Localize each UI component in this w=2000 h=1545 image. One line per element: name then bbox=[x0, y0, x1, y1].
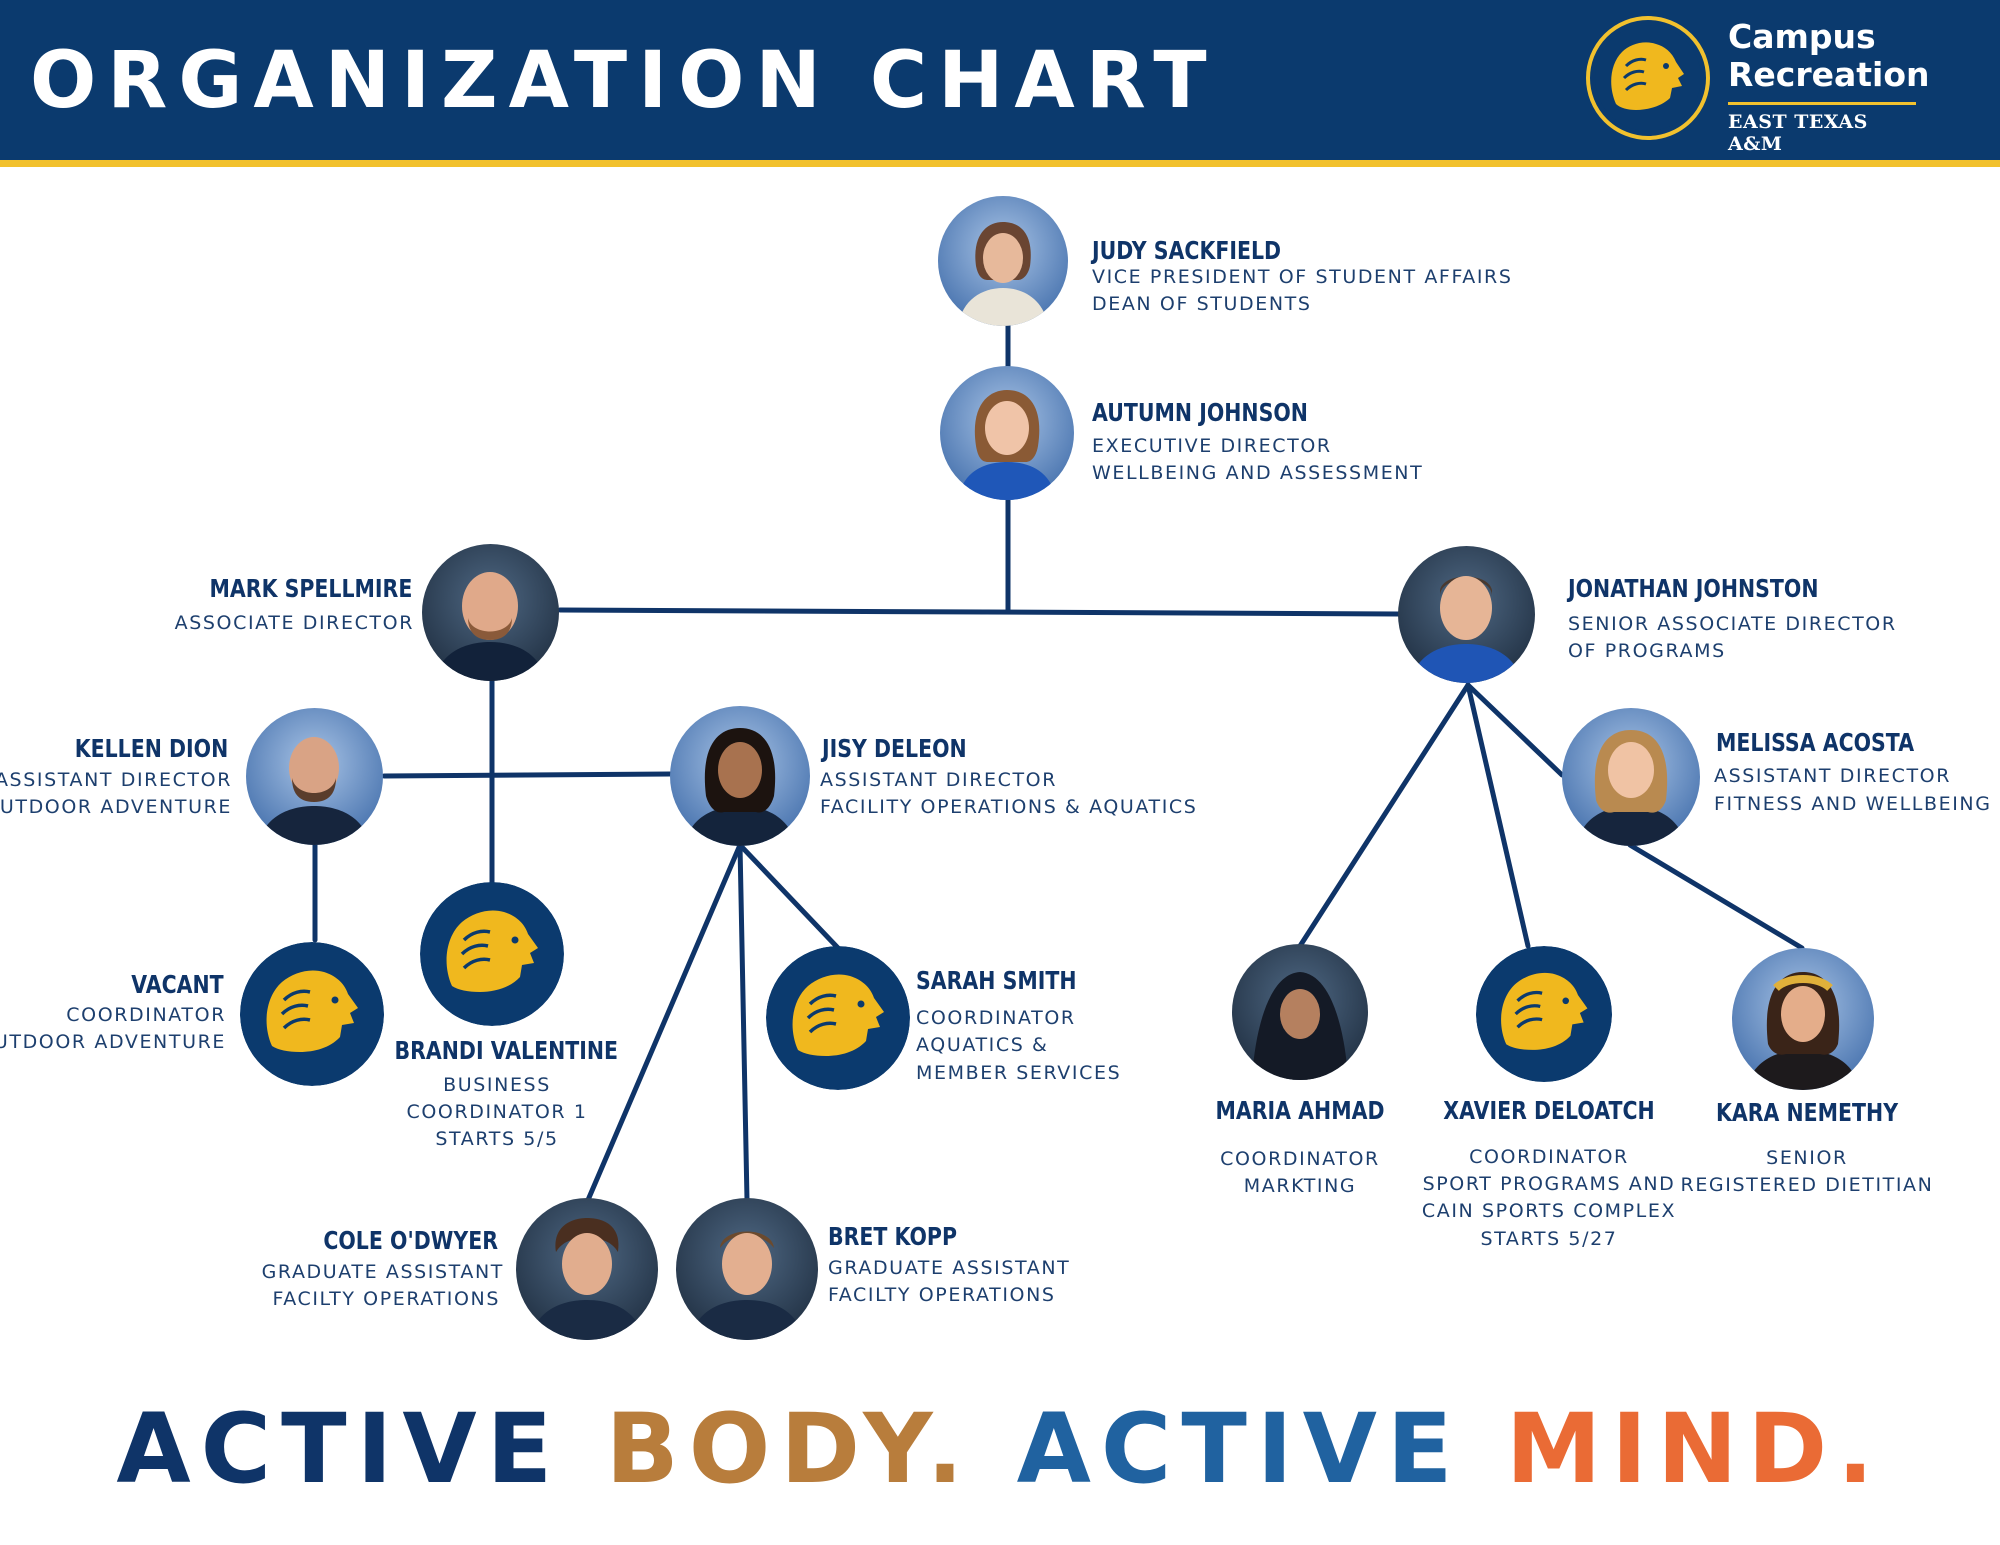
kellen-dion-photo bbox=[246, 708, 383, 845]
connector-jisy-bret bbox=[737, 842, 750, 1203]
kara-nemethy-role-line2: REGISTERED DIETITIAN bbox=[1680, 1174, 1934, 1196]
connector-melissa-kara bbox=[1627, 842, 1805, 951]
connector-jonathan-xavier bbox=[1465, 682, 1531, 949]
autumn-johnson-role-line2: WELLBEING AND ASSESSMENT bbox=[1092, 462, 1424, 484]
sarah-smith-role-line1: COORDINATOR bbox=[916, 1007, 1076, 1029]
tagline-mind: MIND. bbox=[1505, 1393, 1884, 1505]
judy-sackfield-role-line2: DEAN OF STUDENTS bbox=[1092, 293, 1312, 315]
cole-odwyer-name: COLE O'DWYER bbox=[323, 1226, 498, 1255]
connector-mark-jonathan bbox=[557, 607, 1403, 617]
maria-ahmad-name: MARIA AHMAD bbox=[1215, 1096, 1385, 1125]
jisy-deleon-role-line1: ASSISTANT DIRECTOR bbox=[820, 769, 1058, 791]
brandi-valentine-lion-logo-icon bbox=[420, 882, 564, 1026]
sarah-smith-role-line3: MEMBER SERVICES bbox=[916, 1062, 1122, 1084]
judy-sackfield-photo bbox=[938, 196, 1068, 326]
logo-line-campus: Campus bbox=[1728, 17, 1876, 56]
mark-spellmire-role: ASSOCIATE DIRECTOR bbox=[174, 612, 414, 634]
cole-odwyer-role-line2: FACILTY OPERATIONS bbox=[272, 1288, 500, 1310]
vacant-name: VACANT bbox=[131, 970, 224, 999]
brandi-valentine-role-line1: BUSINESS bbox=[443, 1074, 551, 1096]
jisy-deleon-role-line2: FACILITY OPERATIONS & AQUATICS bbox=[820, 796, 1198, 818]
melissa-acosta-name: MELISSA ACOSTA bbox=[1716, 728, 1915, 757]
maria-ahmad-photo bbox=[1232, 944, 1368, 1080]
connector-jonathan-maria bbox=[1297, 682, 1471, 949]
jisy-deleon-photo bbox=[670, 706, 810, 846]
judy-sackfield-name: JUDY SACKFIELD bbox=[1092, 236, 1282, 265]
header-gold-stripe bbox=[0, 160, 2000, 167]
xavier-deloatch-role-line2: SPORT PROGRAMS AND bbox=[1422, 1173, 1676, 1195]
vacant-lion-logo-icon bbox=[240, 942, 384, 1086]
bret-kopp-name: BRET KOPP bbox=[828, 1222, 957, 1251]
xavier-deloatch-role-line1: COORDINATOR bbox=[1469, 1146, 1629, 1168]
bret-kopp-role-line2: FACILTY OPERATIONS bbox=[828, 1284, 1056, 1306]
tagline-active-1: ACTIVE bbox=[116, 1393, 606, 1505]
connector-jonathan-melissa bbox=[1465, 682, 1565, 778]
logo-university: EAST TEXAS A&M bbox=[1728, 111, 1868, 155]
connector-jisy-sarah bbox=[737, 842, 841, 951]
vacant-role-line1: COORDINATOR bbox=[66, 1004, 226, 1026]
jonathan-johnston-photo bbox=[1398, 546, 1535, 683]
kara-nemethy-photo bbox=[1732, 948, 1874, 1090]
maria-ahmad-role-line1: COORDINATOR bbox=[1220, 1148, 1380, 1170]
judy-sackfield-role-line1: VICE PRESIDENT OF STUDENT AFFAIRS bbox=[1092, 266, 1513, 288]
sarah-smith-role-line2: AQUATICS & bbox=[916, 1034, 1049, 1056]
page-title: ORGANIZATION CHART bbox=[30, 36, 1218, 126]
melissa-acosta-role-line1: ASSISTANT DIRECTOR bbox=[1714, 765, 1952, 787]
mark-spellmire-photo bbox=[422, 544, 559, 681]
tagline-body: BODY. bbox=[605, 1393, 1017, 1505]
xavier-deloatch-role-line3: CAIN SPORTS COMPLEX bbox=[1421, 1200, 1677, 1222]
sarah-smith-name: SARAH SMITH bbox=[916, 966, 1077, 995]
brandi-valentine-name: BRANDI VALENTINE bbox=[394, 1036, 619, 1065]
bret-kopp-role-line1: GRADUATE ASSISTANT bbox=[828, 1257, 1071, 1279]
mark-spellmire-name: MARK SPELLMIRE bbox=[209, 574, 412, 603]
xavier-deloatch-lion-logo-icon bbox=[1476, 946, 1612, 1082]
cole-odwyer-photo bbox=[516, 1198, 658, 1340]
autumn-johnson-photo bbox=[940, 366, 1074, 500]
connector-jisy-cole bbox=[585, 842, 743, 1203]
kellen-dion-name: KELLEN DION bbox=[74, 734, 228, 763]
bret-kopp-photo bbox=[676, 1198, 818, 1340]
vacant-role-line2: OUTDOOR ADVENTURE bbox=[0, 1031, 226, 1053]
campus-recreation-logo-icon bbox=[1586, 16, 1710, 140]
autumn-johnson-role-line1: EXECUTIVE DIRECTOR bbox=[1092, 435, 1332, 457]
brandi-valentine-role-line2: COORDINATOR 1 bbox=[406, 1101, 588, 1123]
sarah-smith-lion-logo-icon bbox=[766, 946, 910, 1090]
jisy-deleon-name: JISY DELEON bbox=[822, 734, 967, 763]
connector-kellen-jisy bbox=[381, 771, 673, 779]
kara-nemethy-name: KARA NEMETHY bbox=[1715, 1098, 1899, 1127]
maria-ahmad-role-line2: MARKTING bbox=[1243, 1175, 1357, 1197]
melissa-acosta-role-line2: FITNESS AND WELLBEING bbox=[1714, 793, 1992, 815]
jonathan-johnston-role-line1: SENIOR ASSOCIATE DIRECTOR bbox=[1568, 613, 1897, 635]
logo-wordmark: Campus Recreation EAST TEXAS A&M bbox=[1728, 17, 1930, 155]
xavier-deloatch-role-line4: STARTS 5/27 bbox=[1480, 1228, 1618, 1250]
tagline: ACTIVE BODY. ACTIVE MIND. bbox=[0, 1394, 2000, 1504]
jonathan-johnston-name: JONATHAN JOHNSTON bbox=[1568, 574, 1819, 603]
xavier-deloatch-name: XAVIER DELOATCH bbox=[1443, 1096, 1655, 1125]
logo-divider bbox=[1728, 102, 1916, 105]
jonathan-johnston-role-line2: OF PROGRAMS bbox=[1568, 640, 1726, 662]
kellen-dion-role-line1: ASSISTANT DIRECTOR bbox=[0, 769, 232, 791]
tagline-active-2: ACTIVE bbox=[1016, 1393, 1506, 1505]
kara-nemethy-role-line1: SENIOR bbox=[1766, 1147, 1848, 1169]
logo-line-recreation: Recreation bbox=[1728, 55, 1930, 94]
melissa-acosta-photo bbox=[1562, 708, 1700, 846]
brandi-valentine-role-line3: STARTS 5/5 bbox=[435, 1128, 559, 1150]
kellen-dion-role-line2: OUTDOOR ADVENTURE bbox=[0, 796, 232, 818]
header-banner: ORGANIZATION CHART Campus Recreation EAS… bbox=[0, 0, 2000, 160]
cole-odwyer-role-line1: GRADUATE ASSISTANT bbox=[261, 1261, 504, 1283]
autumn-johnson-name: AUTUMN JOHNSON bbox=[1092, 398, 1308, 427]
